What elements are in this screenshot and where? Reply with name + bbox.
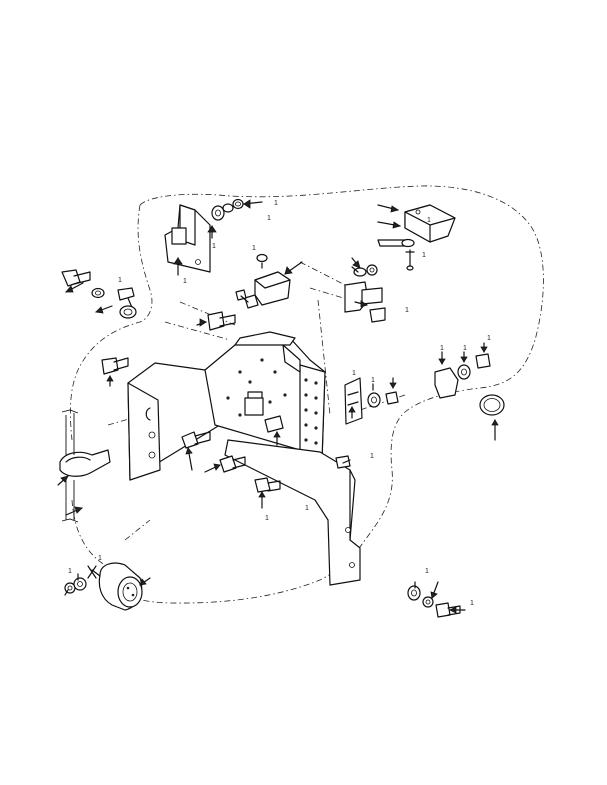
callout-9: 1 (487, 335, 491, 342)
callout-5: 1 (118, 277, 122, 284)
hardware-fasteners (61, 198, 491, 618)
callout-21: 1 (252, 245, 256, 252)
wiring-harness-left (69, 204, 153, 441)
control-module (404, 204, 456, 243)
wiring-harness-bottom (71, 499, 111, 569)
callout-3: 1 (183, 278, 187, 285)
cable-clamp (59, 449, 111, 477)
callout-12: 1 (352, 370, 356, 377)
callout-2: 1 (267, 215, 271, 222)
cable-segment (61, 409, 79, 523)
main-bracket (127, 331, 361, 586)
callout-16: 1 (305, 505, 309, 512)
callout-4: 1 (212, 243, 216, 250)
callout-10: 1 (463, 345, 467, 352)
callout-6: 1 (427, 217, 431, 224)
small-relay (254, 271, 291, 306)
mounting-clip-right (434, 367, 459, 399)
callout-7: 1 (422, 252, 426, 259)
callout-20: 1 (68, 568, 72, 575)
callout-8: 1 (405, 307, 409, 314)
callout-11: 1 (440, 345, 444, 352)
mounting-clip-center (344, 377, 363, 425)
wiring-harness-outline (104, 185, 544, 604)
callout-17: 1 (425, 568, 429, 575)
callout-13: 1 (371, 377, 375, 384)
callout-1: 1 (274, 200, 278, 207)
callout-labels: 1 1 1 1 1 1 1 1 1 1 1 1 1 1 1 1 1 1 1 1 … (68, 200, 491, 607)
circular-connector (98, 562, 143, 611)
relay-assembly (164, 204, 211, 273)
leader-arrows (57, 199, 499, 614)
callout-19: 1 (98, 555, 102, 562)
callout-15: 1 (265, 515, 269, 522)
callout-14: 1 (370, 453, 374, 460)
grommet-ring (479, 394, 505, 416)
connector-bracket-right (344, 281, 386, 323)
callout-18: 1 (470, 600, 474, 607)
